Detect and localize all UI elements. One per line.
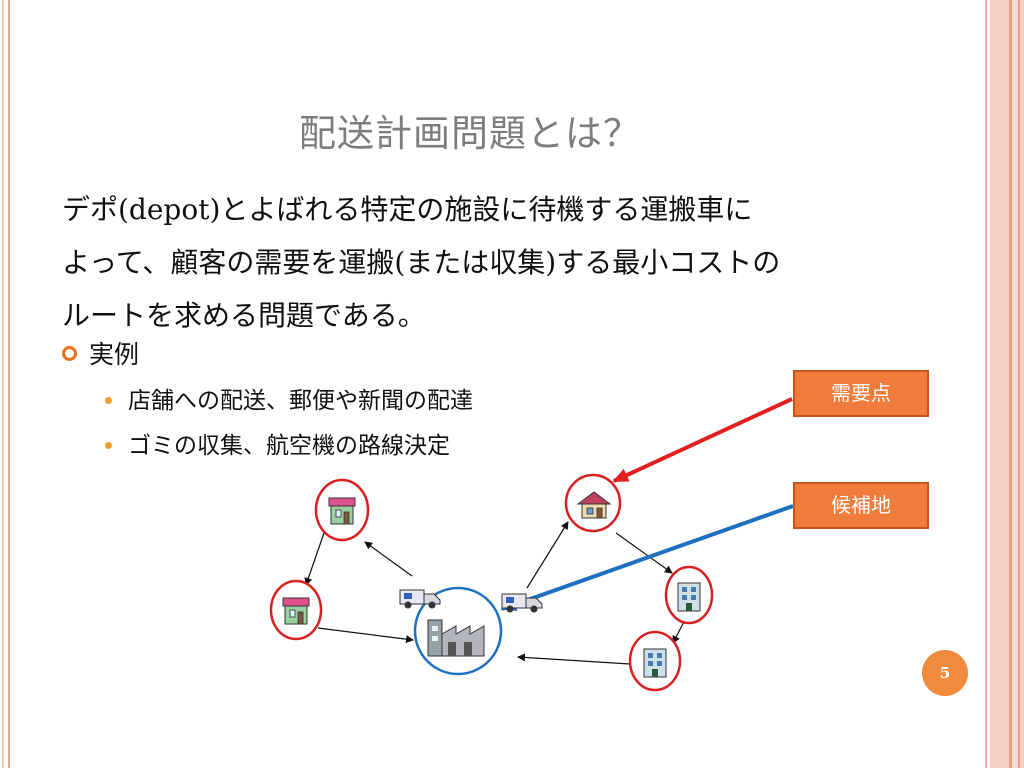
dot-bullet-icon bbox=[105, 396, 112, 404]
left-frame-border bbox=[0, 0, 10, 768]
candidate-site-arrow bbox=[500, 504, 794, 611]
sub-bullet-item: ゴミの収集、航空機の路線決定 bbox=[105, 426, 450, 460]
customer-node bbox=[564, 473, 622, 533]
demand-point-label: 需要点 bbox=[793, 370, 929, 417]
page-number-badge: 5 bbox=[922, 650, 968, 696]
sub-bullet-label: ゴミの収集、航空機の路線決定 bbox=[128, 433, 450, 459]
candidate-site-label: 候補地 bbox=[793, 482, 929, 529]
customer-node bbox=[664, 565, 714, 625]
body-paragraph: デポ(depot)とよばれる特定の施設に待機する運搬車に よって、顧客の需要を運… bbox=[62, 183, 922, 342]
store-building-icon bbox=[328, 497, 356, 525]
customer-node bbox=[269, 579, 323, 641]
factory-icon bbox=[427, 619, 485, 657]
delivery-truck-icon bbox=[399, 589, 441, 609]
dot-bullet-icon bbox=[105, 441, 112, 449]
right-frame-border bbox=[979, 0, 1024, 768]
store-building-icon bbox=[282, 597, 310, 625]
sub-bullet-label: 店舗への配送、郵便や新聞の配達 bbox=[128, 388, 473, 414]
route-arrow bbox=[517, 653, 631, 665]
slide-title: 配送計画問題とは？ bbox=[299, 112, 641, 155]
route-arrow bbox=[304, 529, 326, 586]
route-arrow bbox=[317, 627, 414, 644]
sub-bullet-item: 店舗への配送、郵便や新聞の配達 bbox=[105, 381, 473, 415]
route-arrow bbox=[364, 541, 413, 577]
customer-node bbox=[314, 478, 370, 542]
demand-point-arrow bbox=[612, 397, 793, 483]
body-line: よって、顧客の需要を運搬(または収集)する最小コストの bbox=[62, 246, 781, 279]
office-building-icon bbox=[677, 582, 701, 612]
customer-node bbox=[628, 630, 682, 692]
body-line: ルートを求める問題である。 bbox=[62, 299, 426, 332]
ring-bullet-icon bbox=[62, 346, 77, 361]
bullet-label: 実例 bbox=[89, 340, 140, 369]
route-arrow bbox=[526, 521, 569, 589]
bullet-examples: 実例 bbox=[62, 335, 139, 371]
depot-node bbox=[413, 586, 503, 676]
office-building-icon bbox=[643, 648, 667, 678]
route-arrow bbox=[615, 532, 673, 574]
body-line: デポ(depot)とよばれる特定の施設に待機する運搬車に bbox=[62, 193, 753, 226]
